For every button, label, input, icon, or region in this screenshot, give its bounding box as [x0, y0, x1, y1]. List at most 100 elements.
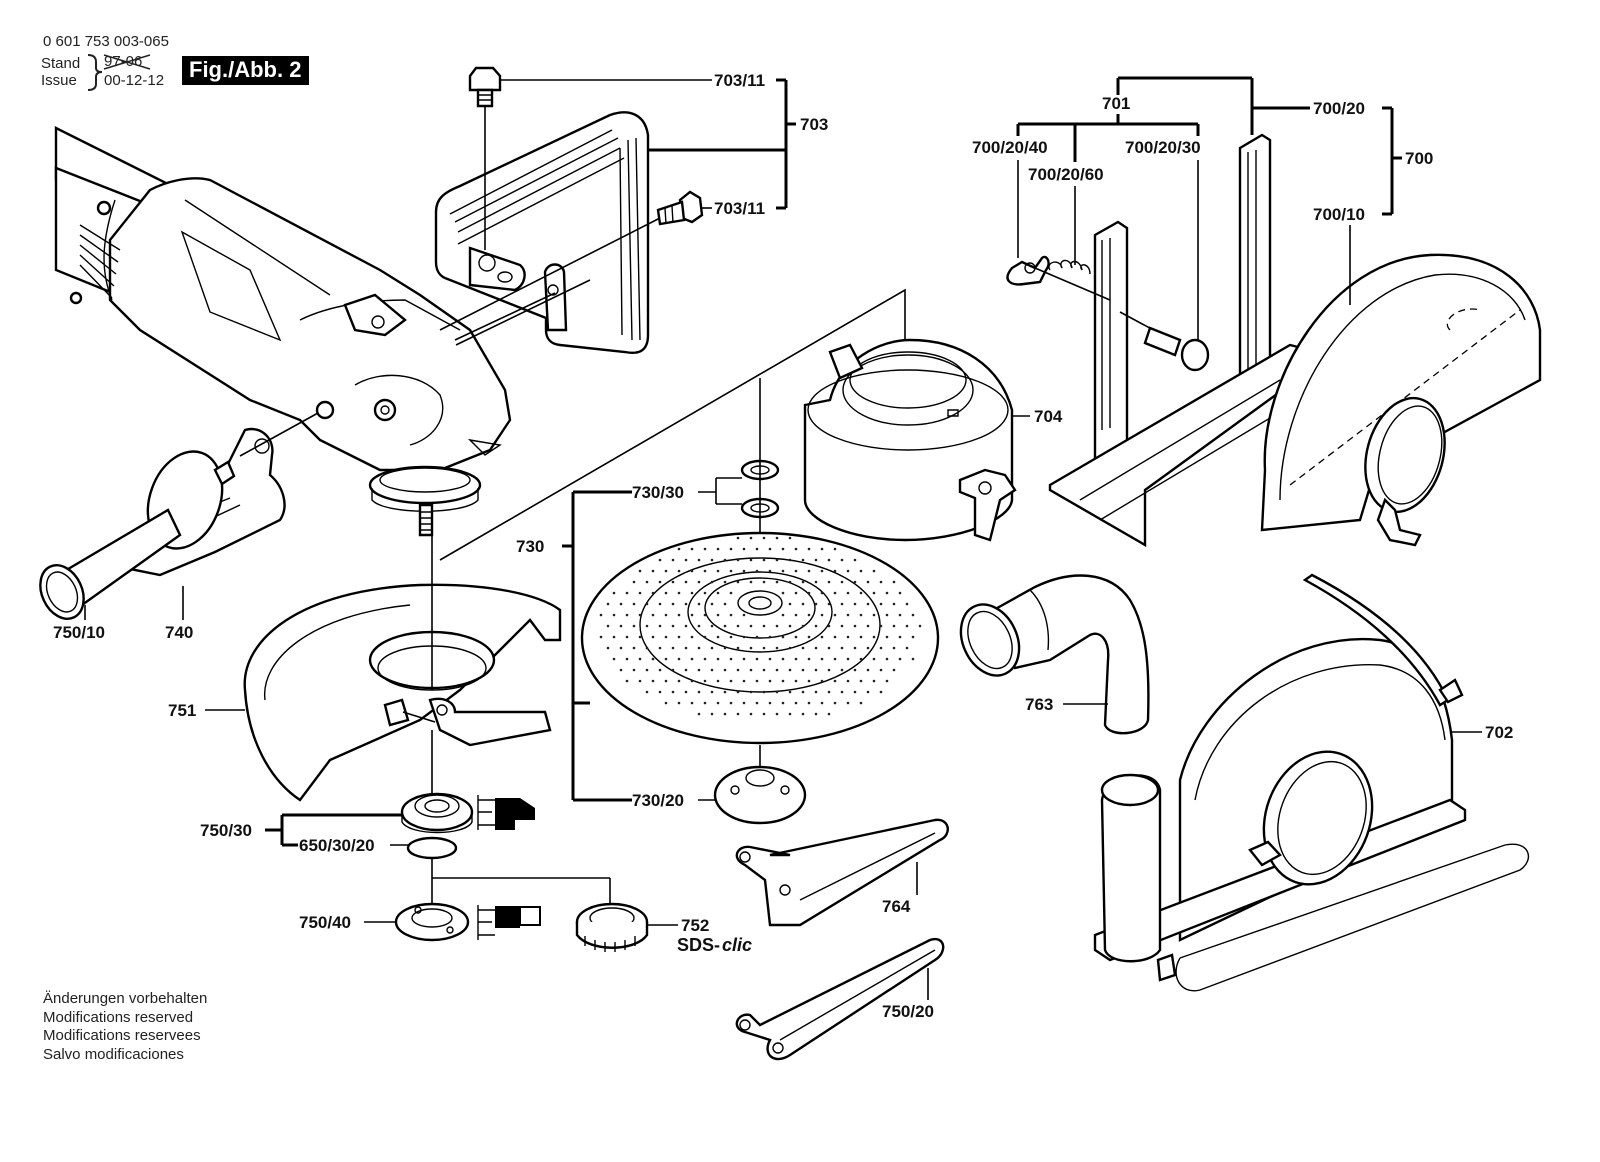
- callout-703-11-top[interactable]: 703/11: [714, 71, 765, 90]
- stand-label: Stand: [41, 55, 81, 72]
- pad-perforation-dot: [781, 591, 785, 595]
- pad-perforation-dot: [716, 635, 720, 639]
- callout-750-10[interactable]: 750/10: [53, 623, 105, 642]
- spanners: [735, 818, 949, 1061]
- pad-perforation-dot: [866, 602, 870, 606]
- callout-703[interactable]: 703: [800, 115, 828, 134]
- callout-700-20-60[interactable]: 700/20/60: [1028, 165, 1104, 184]
- pad-perforation-dot: [898, 635, 902, 639]
- callout-750-40[interactable]: 750/40: [299, 913, 351, 932]
- pad-perforation-dot: [612, 591, 616, 595]
- pad-perforation-dot: [840, 668, 844, 672]
- pad-perforation-dot: [775, 558, 779, 562]
- pad-perforation-dot: [827, 624, 831, 628]
- pad-perforation-dot: [833, 701, 837, 705]
- pad-perforation-dot: [710, 602, 714, 606]
- pad-perforation-dot: [703, 701, 707, 705]
- pad-perforation-dot: [859, 591, 863, 595]
- pad-perforation-dot: [840, 690, 844, 694]
- pad-perforation-dot: [866, 624, 870, 628]
- callout-700-10[interactable]: 700/10: [1313, 205, 1365, 224]
- callout-700-20[interactable]: 700/20: [1313, 99, 1365, 118]
- callout-700-20-30[interactable]: 700/20/30: [1125, 138, 1201, 157]
- suction-pipe-763: [959, 574, 1150, 735]
- pad-perforation-dot: [840, 602, 844, 606]
- pad-perforation-dot: [749, 558, 753, 562]
- pad-perforation-dot: [788, 602, 792, 606]
- pad-perforation-dot: [736, 558, 740, 562]
- pad-perforation-dot: [879, 668, 883, 672]
- pad-perforation-dot: [612, 657, 616, 661]
- pad-perforation-dot: [840, 580, 844, 584]
- pad-perforation-dot: [736, 646, 740, 650]
- pad-perforation-dot: [879, 690, 883, 694]
- pad-perforation-dot: [716, 591, 720, 595]
- pad-perforation-dot: [729, 591, 733, 595]
- callout-702[interactable]: 702: [1485, 723, 1513, 742]
- leader-lines: [84, 76, 1482, 1000]
- pad-perforation-dot: [840, 624, 844, 628]
- pad-perforation-dot: [762, 712, 766, 716]
- sds-brand-clic: clic: [722, 935, 752, 955]
- pad-perforation-dot: [814, 668, 818, 672]
- pad-perforation-dot: [859, 701, 863, 705]
- callout-labels: 703/11 703 703/11 701 700/20 700 700/10 …: [53, 71, 1513, 1021]
- note-fr: Modifications reservees: [43, 1027, 201, 1044]
- callout-700[interactable]: 700: [1405, 149, 1433, 168]
- callout-752[interactable]: 752: [681, 916, 709, 935]
- pad-perforation-dot: [833, 657, 837, 661]
- guide-sledge-700: [1006, 133, 1542, 548]
- callout-751[interactable]: 751: [168, 701, 196, 720]
- pad-perforation-dot: [898, 591, 902, 595]
- pad-perforation-dot: [846, 657, 850, 661]
- callout-764[interactable]: 764: [882, 897, 911, 916]
- pad-perforation-dot: [625, 591, 629, 595]
- pad-perforation-dot: [762, 668, 766, 672]
- pad-perforation-dot: [684, 580, 688, 584]
- callout-750-30[interactable]: 750/30: [200, 821, 252, 840]
- callout-730-30[interactable]: 730/30: [632, 483, 684, 502]
- pad-perforation-dot: [762, 690, 766, 694]
- pad-perforation-dot: [690, 701, 694, 705]
- pad-perforation-dot: [820, 613, 824, 617]
- pad-perforation-dot: [749, 690, 753, 694]
- pad-perforation-dot: [905, 646, 909, 650]
- pad-perforation-dot: [625, 613, 629, 617]
- pad-perforation-dot: [703, 657, 707, 661]
- pad-perforation-dot: [742, 701, 746, 705]
- pad-perforation-dot: [671, 580, 675, 584]
- pad-perforation-dot: [807, 701, 811, 705]
- callout-763[interactable]: 763: [1025, 695, 1053, 714]
- callout-650-30-20[interactable]: 650/30/20: [299, 836, 375, 855]
- callout-740[interactable]: 740: [165, 623, 193, 642]
- pad-perforation-dot: [677, 679, 681, 683]
- callout-704[interactable]: 704: [1034, 407, 1063, 426]
- pad-perforation-dot: [885, 679, 889, 683]
- pad-perforation-dot: [723, 668, 727, 672]
- pad-perforation-dot: [677, 591, 681, 595]
- pad-perforation-dot: [872, 569, 876, 573]
- pad-perforation-dot: [749, 712, 753, 716]
- pad-perforation-dot: [801, 668, 805, 672]
- callout-700-20-40[interactable]: 700/20/40: [972, 138, 1048, 157]
- callout-701[interactable]: 701: [1102, 94, 1130, 113]
- pad-perforation-dot: [820, 701, 824, 705]
- pad-perforation-dot: [736, 624, 740, 628]
- callout-750-20[interactable]: 750/20: [882, 1002, 934, 1021]
- pad-perforation-dot: [827, 712, 831, 716]
- pad-perforation-dot: [723, 712, 727, 716]
- pad-perforation-dot: [794, 679, 798, 683]
- pad-perforation-dot: [697, 624, 701, 628]
- callout-730-20[interactable]: 730/20: [632, 791, 684, 810]
- callout-730[interactable]: 730: [516, 537, 544, 556]
- pad-perforation-dot: [658, 624, 662, 628]
- pad-perforation-dot: [651, 635, 655, 639]
- pad-perforation-dot: [612, 613, 616, 617]
- callout-703-11-bottom[interactable]: 703/11: [714, 199, 765, 218]
- pad-perforation-dot: [729, 569, 733, 573]
- pad-perforation-dot: [905, 602, 909, 606]
- cutting-guide-702: [1093, 573, 1530, 992]
- pad-perforation-dot: [892, 668, 896, 672]
- pad-perforation-dot: [716, 613, 720, 617]
- pad-perforation-dot: [651, 613, 655, 617]
